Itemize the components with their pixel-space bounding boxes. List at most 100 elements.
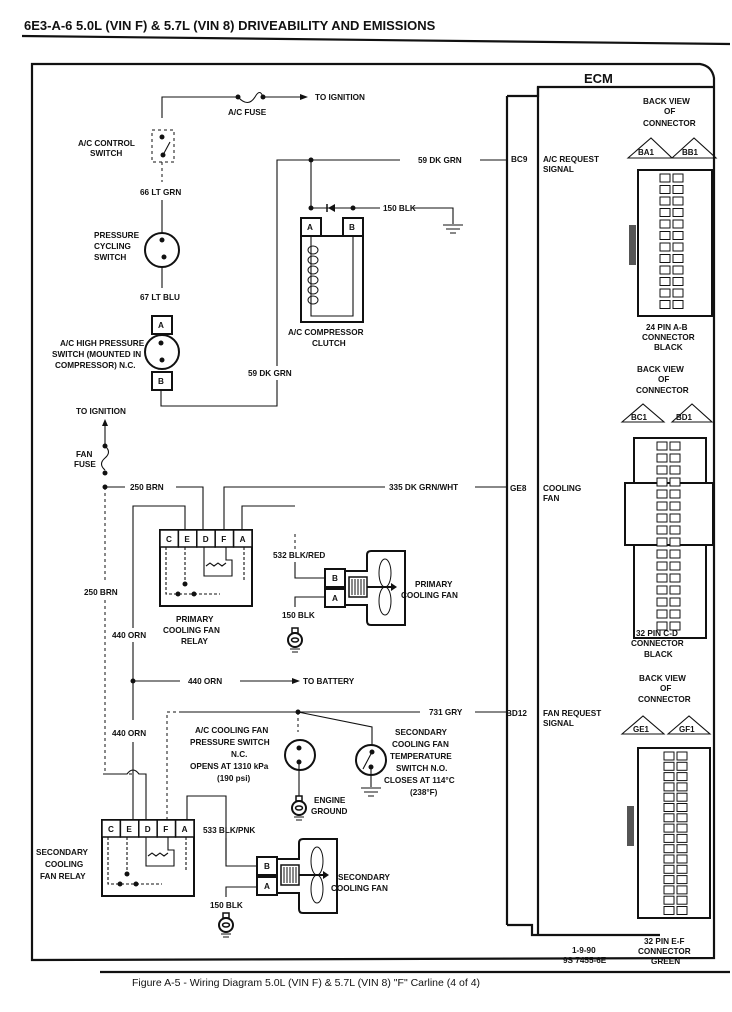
connector-pin (663, 772, 675, 782)
connector-pin (656, 537, 668, 547)
switch-contact (159, 357, 165, 363)
connector-pin (656, 501, 668, 511)
connector-pin (663, 844, 675, 854)
relay-terminal-label: C (166, 535, 172, 544)
relay-contact (182, 581, 188, 587)
relay-terminal-label: E (184, 535, 190, 544)
wire-66-label: 66 LT GRN (140, 188, 181, 197)
connector-pin (663, 895, 675, 905)
secondary-temp-switch-label: SECONDARY (395, 728, 448, 737)
connector-pin (676, 885, 688, 895)
ecm-signal-ac-request-1: A/C REQUEST (543, 155, 599, 164)
connector-pin (676, 813, 688, 823)
ac-fan-pressure-switch-label: N.C. (231, 750, 247, 759)
pin-label-bc1: BC1 (631, 413, 648, 422)
connector-pin (659, 300, 671, 309)
connector-pin (676, 854, 688, 864)
relay-coil-icon (147, 852, 169, 857)
connector-view-label: CONNECTOR (638, 695, 691, 704)
connector-pin (676, 751, 688, 761)
connector-name: 24 PIN A-B (646, 323, 688, 332)
wire-fan-primary (294, 562, 325, 607)
wire-250-side-lower (104, 600, 132, 775)
engine-ground-icon (291, 795, 307, 821)
wire-150-primary-label: 150 BLK (282, 611, 315, 620)
connector-pin (656, 465, 668, 475)
connector-pin (672, 219, 684, 229)
relay-contact-wire (165, 547, 220, 595)
connector-pin (669, 465, 681, 475)
wire-533-label: 533 BLK/PNK (203, 826, 255, 835)
pin-label-gf1: GF1 (679, 725, 695, 734)
pin-label-ge1: GE1 (633, 725, 650, 734)
terminal-label: B (158, 377, 164, 386)
connector-pin (672, 208, 684, 217)
connector-pin (663, 803, 675, 812)
connector-view-label: OF (664, 107, 675, 116)
connector-pin (672, 254, 684, 263)
secondary-temp-switch-label: (238°F) (410, 788, 438, 797)
connector-name: CONNECTOR (631, 639, 684, 648)
terminal-label: A (332, 594, 338, 603)
connector-pin (656, 489, 668, 499)
connector-pin (659, 277, 671, 286)
connector-pin (656, 561, 668, 571)
secondary-temp-switch-label: COOLING FAN (392, 740, 449, 749)
ecm-signal-ac-request-2: SIGNAL (543, 165, 574, 174)
wire-ac-feed (161, 96, 238, 118)
secondary-temp-switch-label: CLOSES AT 114°C (384, 776, 455, 785)
to-ignition-label: TO IGNITION (315, 93, 365, 102)
label-mask (240, 366, 300, 380)
ac-cooling-fan-pressure-switch (284, 739, 316, 771)
ecm-outline-bottom (507, 923, 660, 937)
fan-blade-icon (310, 874, 324, 904)
secondary-fan-label: COOLING FAN (331, 884, 388, 893)
connector-name: CONNECTOR (638, 947, 691, 956)
ac-fuse-icon (237, 91, 264, 104)
ecm-signal-cooling-fan-2: FAN (543, 494, 559, 503)
connector-view-label: BACK VIEW (643, 97, 690, 106)
connector-pin (656, 585, 668, 595)
relay-terminal (232, 529, 253, 548)
ecm-pin-bc9: BC9 (511, 155, 528, 164)
ac-fuse-label: A/C FUSE (228, 108, 267, 117)
engine-ground-label: GROUND (311, 807, 347, 816)
ac-fan-pressure-switch-label: A/C COOLING FAN (195, 726, 268, 735)
pin-label-bb1: BB1 (682, 148, 699, 157)
pin-marker-triangle (670, 403, 714, 423)
connector-pin (659, 254, 671, 263)
connector-view-label: OF (658, 375, 669, 384)
connector-name: 32 PIN E-F (644, 937, 685, 946)
primary-cooling-fan: BA (324, 550, 406, 626)
connector-pin (663, 792, 675, 802)
connector-pin (669, 513, 681, 523)
ground-lines (290, 648, 300, 653)
switch-blade (362, 751, 373, 770)
wire-731-relay (166, 711, 181, 820)
connector-pin (676, 895, 688, 905)
terminal-label: A (158, 321, 164, 330)
connector-pin (656, 477, 668, 487)
connector-pin (656, 597, 668, 607)
ac-high-pressure-switch-label: SWITCH (MOUNTED IN (52, 350, 141, 359)
connector-pin (672, 242, 684, 252)
connector-pin (672, 231, 684, 240)
connector-pin (659, 219, 671, 229)
ecm-signal-cooling-fan-1: COOLING (543, 484, 581, 493)
wire-335 (223, 486, 507, 530)
wire-532 (241, 505, 295, 530)
relay-terminal-label: E (126, 825, 132, 834)
coil-loop (307, 295, 319, 305)
connector-view-label: OF (660, 684, 671, 693)
fan-blade-icon (310, 846, 324, 876)
ground-icon (443, 224, 463, 234)
relay-contact (191, 591, 197, 597)
ecm-signal-fan-request-2: SIGNAL (543, 719, 574, 728)
connector-pin (659, 196, 671, 206)
relay-terminal-label: A (182, 825, 188, 834)
connector-view-label: CONNECTOR (643, 119, 696, 128)
switch-blade (162, 141, 171, 156)
relay-terminal-label: F (221, 535, 226, 544)
